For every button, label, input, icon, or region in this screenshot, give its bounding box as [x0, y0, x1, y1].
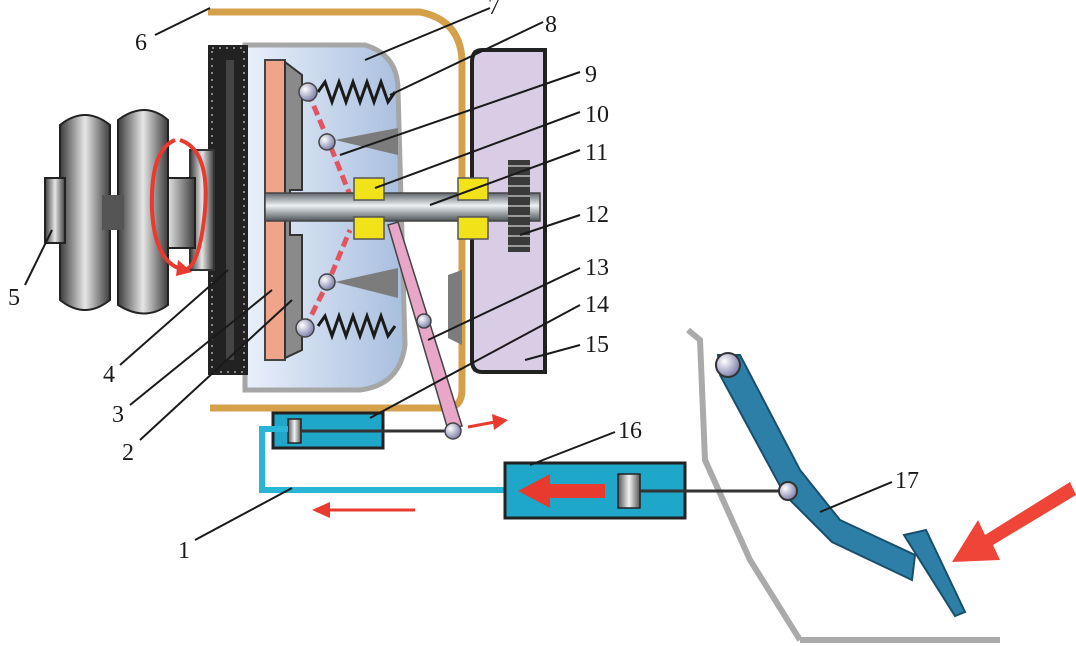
fork-pivot	[416, 313, 432, 329]
callout-13: 13	[585, 255, 609, 281]
diaphragm-lever-upper	[305, 91, 353, 196]
floor-line	[686, 327, 803, 642]
callout-1: 1	[178, 538, 190, 564]
callout-7: 7	[488, 0, 500, 20]
callout-12: 12	[585, 202, 609, 228]
slave-cylinder	[271, 411, 462, 450]
release-bearing-upper	[353, 177, 385, 201]
pedal-icon	[715, 352, 967, 618]
fork-pivot-bracket	[448, 270, 462, 345]
callout-6: 6	[135, 30, 147, 56]
force-arrow-icon	[952, 482, 1076, 562]
gearbox-gear	[508, 160, 530, 252]
callout-4: 4	[103, 362, 115, 388]
callout-15: 15	[585, 332, 609, 358]
pressure-plate	[284, 59, 303, 360]
callout-2: 2	[122, 440, 134, 466]
callout-14: 14	[585, 292, 609, 318]
pivot-ball	[318, 133, 336, 151]
fulcrum-upper	[335, 128, 398, 155]
master-cylinder	[503, 461, 788, 520]
callout-9: 9	[585, 62, 597, 88]
input-shaft	[264, 192, 541, 222]
flow-arrowhead	[312, 502, 330, 518]
leader-lines	[24, 7, 893, 541]
callout-16: 16	[618, 418, 642, 444]
callout-8: 8	[545, 12, 557, 38]
callout-labels: 1 2 3 4 5 6 7 8 9 10 11 12 13 14 15 16 1…	[8, 0, 919, 564]
pivot-ball	[318, 273, 336, 291]
callout-11: 11	[585, 140, 608, 166]
pivot-ball	[298, 82, 318, 102]
callout-3: 3	[112, 402, 124, 428]
release-bearing-lower	[353, 216, 385, 240]
spring-icon	[316, 77, 397, 107]
pivot-ball	[295, 318, 315, 338]
diaphragm-lever-lower	[302, 229, 353, 330]
slave-motion-arrowhead	[492, 414, 508, 430]
callout-10: 10	[585, 102, 609, 128]
bearing-sleeve-lower	[457, 216, 489, 240]
spring-icon-lower	[316, 311, 397, 341]
fulcrum-lower	[335, 268, 398, 298]
crankshaft-icon	[44, 109, 196, 315]
callout-17: 17	[895, 468, 919, 494]
slave-motion-arrow	[467, 420, 496, 429]
hydraulic-line	[259, 426, 505, 493]
rotation-arrowhead	[176, 260, 192, 276]
callout-5: 5	[8, 285, 20, 311]
rotation-arrow	[149, 138, 208, 272]
